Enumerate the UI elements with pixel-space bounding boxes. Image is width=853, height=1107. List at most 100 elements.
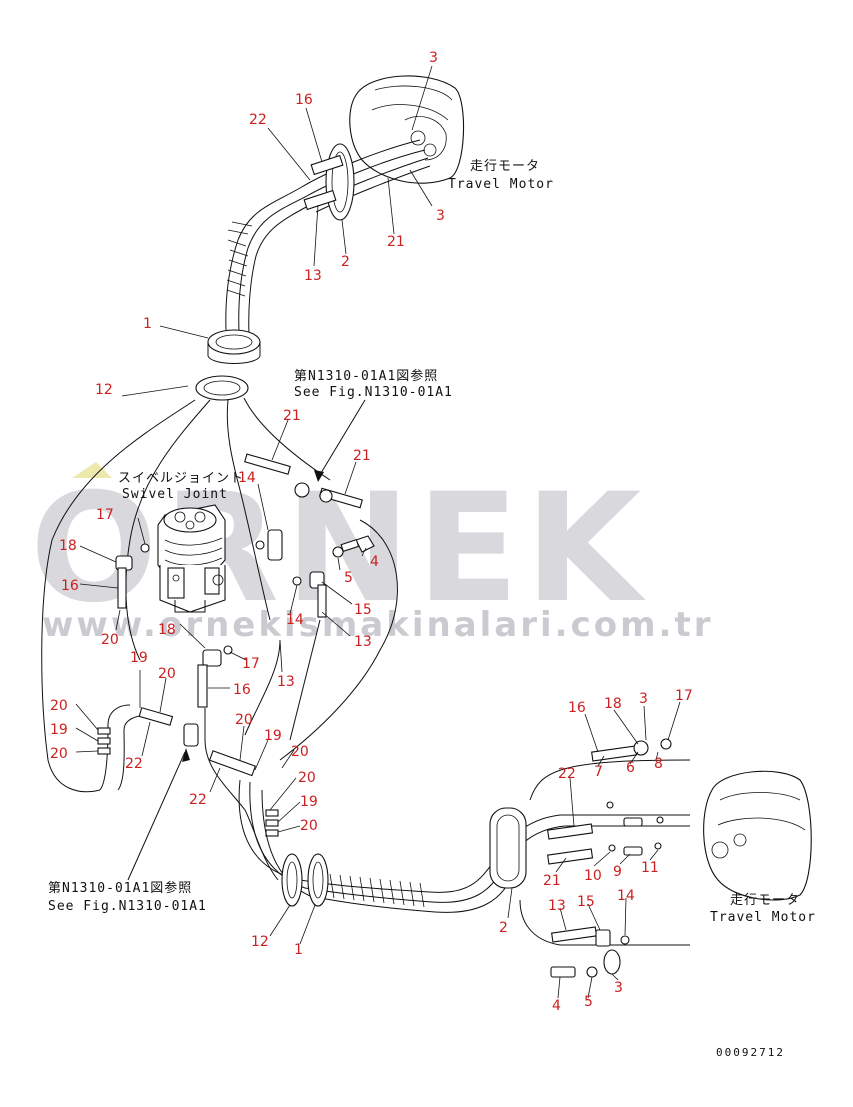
swivel-joint[interactable] [157,504,226,613]
adapter-upper[interactable] [623,817,643,827]
hose-13-bottom[interactable] [551,926,598,943]
callout-14: 14 [617,888,635,904]
callout-22: 22 [125,756,143,772]
callout-8: 8 [654,756,663,772]
callout-12: 12 [251,934,269,950]
callout-15: 15 [577,894,595,910]
bolt-4-swivel[interactable] [355,535,375,553]
adapter-9[interactable] [623,846,643,856]
travel-motor-bottom-label-jp: 走行モータ [730,893,800,908]
spiral-guard-top [226,221,253,297]
callout-10: 10 [584,868,602,884]
callout-3: 3 [436,208,445,224]
ferrule-19-left[interactable] [97,737,111,745]
callout-15: 15 [354,602,372,618]
callout-19: 19 [300,794,318,810]
o-ring-upper-a[interactable] [606,801,614,809]
callout-19: 19 [264,728,282,744]
travel-motor-top-label-jp: 走行モータ [470,159,540,174]
hose-21-bottom[interactable] [547,848,594,865]
top-hose-bundle [225,139,431,335]
ring-12-top[interactable] [195,375,249,401]
elbow-14-left[interactable] [267,529,283,561]
connector-upper[interactable] [294,482,310,498]
ferrule-20-middle-a[interactable] [265,809,279,817]
callout-2: 2 [499,920,508,936]
ferrule-20-left-a[interactable] [97,727,111,735]
bottom-hose-bundle [238,759,691,946]
reference-labels: 走行モータ Travel Motor 第N1310-01A1図参照 See Fi… [48,159,816,1059]
bolt-4-bottom[interactable] [550,966,576,978]
callout-4: 4 [552,998,561,1014]
callout-20: 20 [101,632,119,648]
callout-20: 20 [50,698,68,714]
sleeve-13-top[interactable] [303,189,337,211]
elbow-15-bottom[interactable] [595,929,611,947]
hose-21-upper-left[interactable] [244,453,291,475]
connector-left-fig[interactable] [183,723,199,747]
hose-13-right[interactable] [317,584,327,618]
ring-1-bottom[interactable] [307,853,329,907]
o-ring-upper-b[interactable] [656,816,664,824]
leader-lines [75,65,681,999]
travel-motor-top[interactable] [349,75,465,184]
ferrule-20-middle-b[interactable] [265,829,279,837]
hose-16-bottom[interactable] [591,745,638,762]
hose-16-middle[interactable] [197,664,208,708]
callout-13: 13 [277,674,295,690]
callout-17: 17 [242,656,260,672]
travel-motor-bottom[interactable] [703,770,812,901]
callout-20: 20 [50,746,68,762]
bolt-shaft-swivel[interactable] [340,539,360,553]
callout-numbers: 3 16 22 3 21 2 13 1 12 21 21 14 4 5 17 1… [50,50,693,1014]
elbow-18-bottom[interactable] [633,740,649,756]
watermark-logo-mark [72,462,112,478]
hose-22-left[interactable] [138,707,174,726]
swivel-joint-label-en: Swivel Joint [122,487,228,502]
watermark-url: www.ornekismakinalari.com.tr [42,605,713,645]
see-fig-arrow-bottom [127,751,186,881]
travel-motor-top-label-en: Travel Motor [448,177,554,192]
connector-upper-2[interactable] [319,489,333,503]
o-ring-17-left[interactable] [140,543,150,553]
clamp-2-bottom[interactable] [489,807,527,889]
see-fig-top-label-jp: 第N1310-01A1図参照 [294,368,438,384]
callout-3: 3 [639,691,648,707]
sleeve-16-top[interactable] [310,154,344,176]
hose-22-middle[interactable] [208,750,257,777]
ring-1-top[interactable] [207,329,261,364]
callout-18: 18 [158,622,176,638]
o-ring-11[interactable] [654,842,662,850]
see-fig-top-label-en: See Fig.N1310-01A1 [294,385,453,400]
elbow-14-right[interactable] [309,571,325,589]
callout-22: 22 [558,766,576,782]
o-ring-10[interactable] [608,844,616,852]
ferrule-19-middle[interactable] [265,819,279,827]
o-ring-14-right[interactable] [292,576,302,586]
o-ring-14-left[interactable] [255,540,265,550]
callout-5: 5 [584,994,593,1010]
flange-3-bottom[interactable] [603,949,621,975]
callout-19: 19 [50,722,68,738]
document-number: 00092712 [716,1046,785,1059]
washer-5-swivel[interactable] [332,546,344,558]
hose-16-left[interactable] [117,567,127,609]
callout-2: 2 [341,254,350,270]
callout-19: 19 [130,650,148,666]
washer-5-bottom[interactable] [586,966,598,978]
callout-21: 21 [387,234,405,250]
callout-9: 9 [613,864,622,880]
ring-12-bottom[interactable] [281,853,303,907]
travel-motor-bottom-label-en: Travel Motor [710,910,816,925]
see-fig-arrow-top [317,399,366,479]
callout-12: 12 [95,382,113,398]
callout-1: 1 [143,316,152,332]
elbow-18-middle[interactable] [202,649,222,667]
o-ring-14-bottom[interactable] [620,935,630,945]
callout-13: 13 [548,898,566,914]
o-ring-17-bottom[interactable] [660,738,672,750]
callout-13: 13 [304,268,322,284]
callout-16: 16 [233,682,251,698]
ferrule-20-left-b[interactable] [97,747,111,755]
hose-22-bottom[interactable] [547,823,594,840]
